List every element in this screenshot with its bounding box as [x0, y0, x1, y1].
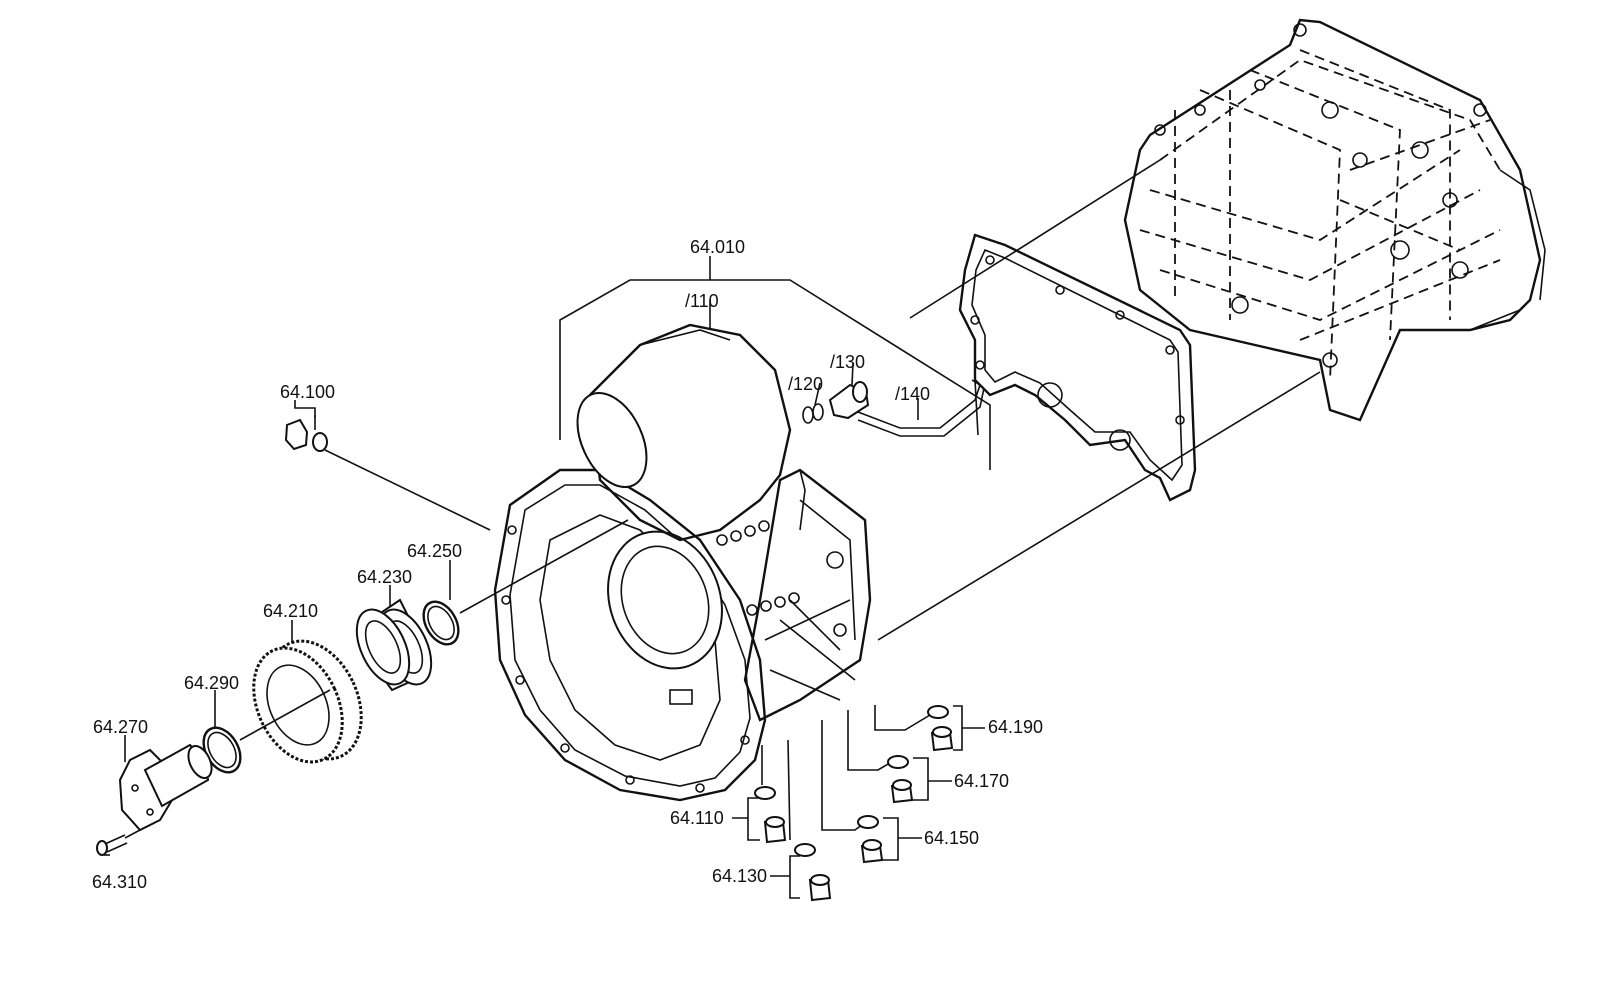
- plug-64-150-drawing: [857, 815, 884, 864]
- pipe-140-drawing: [857, 379, 985, 437]
- label-64-310: 64.310: [92, 872, 147, 892]
- label-64-130: 64.130: [712, 866, 767, 886]
- gasket-drawing: [958, 233, 1197, 502]
- gearbox-housing-drawing: [1123, 18, 1546, 422]
- plug-64-130-drawing: [794, 843, 832, 902]
- plug-64-110-drawing: [754, 786, 787, 844]
- gear-64-210-drawing: [252, 639, 363, 764]
- label-64-110: 64.110: [670, 808, 724, 828]
- label-64-170: 64.170: [954, 771, 1009, 791]
- screw-64-310-drawing: [96, 834, 128, 856]
- label-64-010: 64.010: [690, 237, 745, 257]
- plug-64-100-drawing: [284, 415, 328, 452]
- label-130: /130: [830, 352, 865, 372]
- plug-64-190-drawing: [927, 705, 954, 752]
- snap-ring-64-250-drawing: [422, 600, 460, 646]
- label-64-230: 64.230: [357, 567, 412, 587]
- seal-rings-120-drawing: [802, 403, 824, 424]
- label-64-190: 64.190: [988, 717, 1043, 737]
- label-64-250: 64.250: [407, 541, 462, 561]
- label-110: /110: [685, 291, 719, 311]
- label-64-290: 64.290: [184, 673, 239, 693]
- label-64-100: 64.100: [280, 382, 335, 402]
- plug-64-170-drawing: [887, 755, 914, 804]
- label-140: /140: [895, 384, 930, 404]
- clutch-housing-drawing: [493, 323, 872, 802]
- label-64-270: 64.270: [93, 717, 148, 737]
- label-120: /120: [788, 374, 823, 394]
- label-64-150: 64.150: [924, 828, 979, 848]
- label-64-210: 64.210: [263, 601, 318, 621]
- bearing-64-230-drawing: [355, 598, 433, 692]
- cover-64-270-drawing: [118, 743, 213, 832]
- breather-130-drawing: [828, 381, 870, 420]
